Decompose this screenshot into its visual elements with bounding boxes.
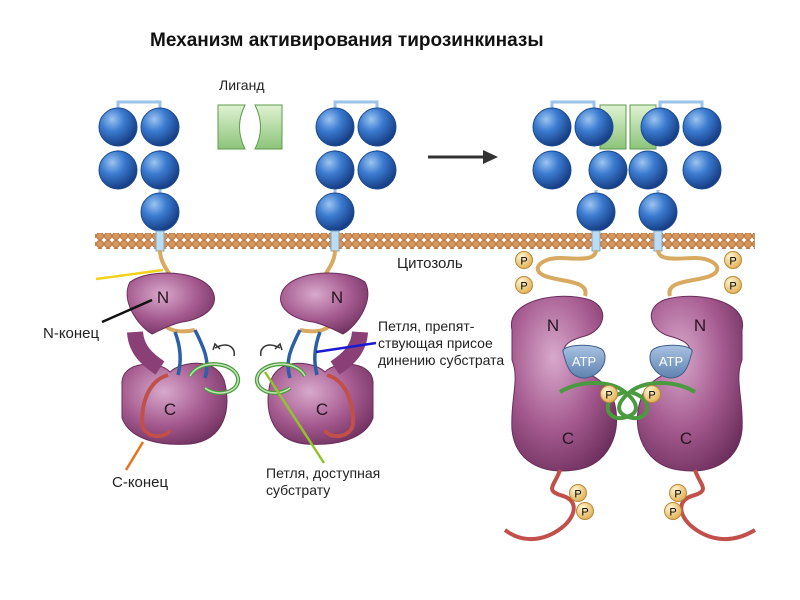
phospho-group-tail-right-1: P	[669, 484, 687, 502]
c-lobe-label-left: C	[164, 400, 176, 419]
atp-label-right: ATP	[659, 354, 683, 369]
svg-text:P: P	[581, 507, 588, 519]
svg-text:P: P	[648, 390, 655, 402]
accessible-loop-label: Петля, доступная субстрату	[266, 465, 380, 499]
diagram-title: Механизм активирования тирозинкиназы	[150, 30, 544, 51]
receptor-middle-extracellular	[315, 100, 397, 252]
blocking-loop-line-2: ствующая присое	[378, 335, 493, 351]
pointer-line-accessible-loop	[263, 371, 326, 464]
n-terminus-label: N-конец	[43, 325, 100, 342]
kinase-left	[121, 249, 241, 445]
pointer-line-c-terminus	[124, 441, 145, 471]
cytosol-label: Цитозоль	[397, 255, 463, 272]
atp-label-left: ATP	[572, 354, 596, 369]
phospho-group-loop-right: P	[643, 385, 661, 403]
c-lobe-label-middle: C	[316, 400, 328, 419]
blocking-loop-line-1: Петля, препят-	[378, 318, 475, 334]
blocking-loop-label: Петля, препят- ствующая присое динению с…	[378, 318, 504, 369]
svg-text:P: P	[729, 256, 736, 268]
svg-text:P: P	[605, 390, 612, 402]
pointer-line-blocking-loop	[315, 341, 377, 354]
phospho-group-juxta-right-1: P	[724, 251, 742, 269]
cell-membrane	[95, 233, 755, 249]
svg-text:P: P	[729, 281, 736, 293]
blocking-loop-line-3: динению субстрата	[378, 352, 505, 368]
svg-text:P: P	[674, 489, 681, 501]
pointer-line-n-terminus	[101, 298, 153, 324]
accessible-loop-line-1: Петля, доступная	[266, 465, 381, 481]
n-lobe-label-dimer-left: N	[547, 316, 559, 335]
c-lobe-label-dimer-left: C	[562, 429, 574, 448]
svg-text:P: P	[669, 507, 676, 519]
phospho-group-juxta-right-2: P	[724, 276, 742, 294]
receptor-dimer-extracellular	[532, 100, 722, 252]
phospho-group-juxta-left-1: P	[515, 251, 533, 269]
pointer-line-yellow	[95, 268, 164, 281]
kinase-dimer-intracellular	[503, 249, 757, 542]
phospho-group-tail-right-2: P	[664, 502, 682, 520]
svg-text:P: P	[574, 489, 581, 501]
svg-text:P: P	[520, 281, 527, 293]
accessible-loop-line-2: субстрату	[266, 482, 331, 498]
ligand-label: Лиганд	[219, 77, 265, 93]
phospho-group-juxta-left-2: P	[515, 276, 533, 294]
n-lobe-label-left: N	[157, 288, 169, 307]
receptor-left-extracellular	[98, 100, 180, 252]
ligand	[217, 104, 283, 150]
phospho-group-tail-left-2: P	[576, 502, 594, 520]
svg-text:P: P	[520, 256, 527, 268]
phospho-group-loop-left: P	[600, 385, 618, 403]
phospho-group-tail-left-1: P	[569, 484, 587, 502]
n-lobe-label-dimer-right: N	[694, 316, 706, 335]
c-terminus-label: С-конец	[112, 474, 169, 491]
n-lobe-label-middle: N	[331, 288, 343, 307]
kinase-middle	[254, 249, 374, 445]
activation-arrow	[428, 150, 498, 164]
c-lobe-label-dimer-right: C	[680, 429, 692, 448]
